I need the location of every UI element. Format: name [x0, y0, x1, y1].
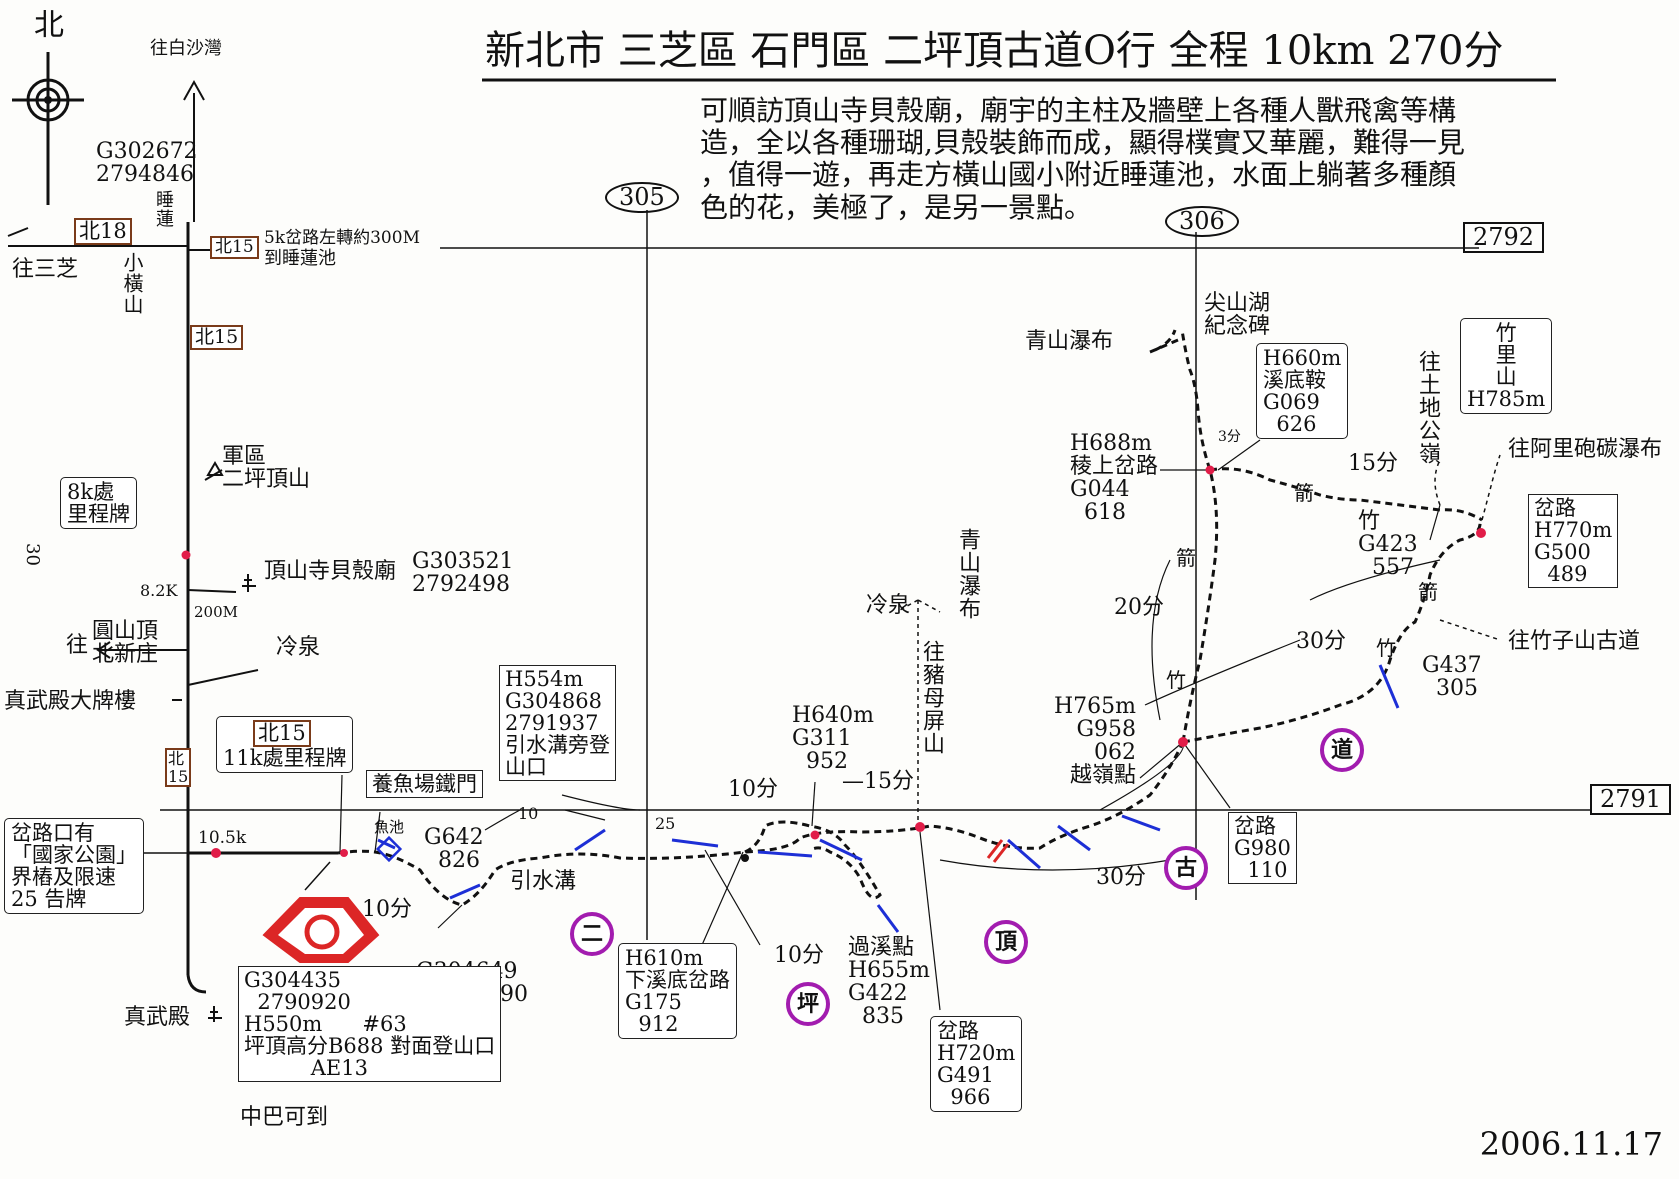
- arrow-label-3: 箭: [1418, 580, 1438, 604]
- to-zhumupingshan-label: 往豬母屏山: [919, 640, 944, 755]
- circle-label-gu: 古: [1164, 846, 1208, 890]
- min15-a-label: —15分: [842, 769, 914, 794]
- temple-label: 頂山寺貝殼廟: [264, 559, 397, 584]
- trailhead-main-box: G304435 2790920 H550m #63 坪頂高分B688 對面登山口…: [238, 966, 502, 1083]
- k8-marker-box: 8k處 里程牌: [60, 477, 137, 530]
- crossing-label: 過溪點 H655m G422 835: [848, 935, 931, 1030]
- road-marker-bei15-d: 北 15: [165, 748, 192, 788]
- streams: [377, 664, 1400, 933]
- canal-label: 引水溝: [510, 869, 577, 894]
- circle-label-ding: 頂: [984, 920, 1028, 964]
- waypoints: [181, 465, 1486, 862]
- h660-box: H660m 溪底鞍 G069 626: [1256, 343, 1349, 440]
- h765-label: H765m G958 062 越嶺點: [1054, 694, 1137, 789]
- circle-label-ping: 坪: [786, 982, 830, 1026]
- lengquan-left-label: 冷泉: [276, 635, 321, 660]
- military-label: 軍區: [222, 444, 267, 469]
- to-tudigong-label: 往土地公嶺: [1415, 350, 1440, 465]
- to-pond-label: 到睡蓮池: [264, 248, 336, 269]
- trailhead-box: H554m G304868 2791937 引水溝旁登 山口: [499, 665, 616, 782]
- h688-label: H688m 稜上岔路 G044 618: [1070, 431, 1159, 526]
- to-baishawan: 往白沙灣: [150, 38, 222, 59]
- lengquan-mid-label: 冷泉: [866, 593, 911, 618]
- fish-pond-label: 魚池: [374, 818, 405, 836]
- circle-label-er: 二: [570, 912, 614, 956]
- erpingding-peak-label: 二坪頂山: [222, 467, 311, 492]
- north-label: 北: [34, 8, 64, 43]
- fish-pond-marker: [375, 835, 403, 863]
- m200-label: 200M: [194, 603, 238, 621]
- road-marker-bei15-c: 北15: [253, 720, 311, 748]
- wang-label: 往: [66, 633, 89, 658]
- temple-coordinate: G303521 2792498: [412, 549, 514, 598]
- arrow-label-1: 箭: [1294, 481, 1314, 505]
- shrine-symbols: [208, 574, 256, 1022]
- fork-notice-box: 岔路口有 「國家公園」 界樁及限速 25 告牌: [4, 818, 144, 915]
- grid-label-2791: 2791: [1590, 784, 1672, 816]
- arrow-label-2: 箭: [1176, 546, 1196, 570]
- min20-label: 20分: [1114, 595, 1164, 620]
- leader-lines: [339, 439, 1441, 1011]
- bus-label: 中巴可到: [240, 1105, 329, 1130]
- grid-label-2792: 2792: [1463, 222, 1545, 254]
- n10-label: 10: [518, 804, 539, 823]
- h610-box: H610m 下溪底岔路 G175 912: [618, 943, 737, 1040]
- military-triangle: [206, 461, 224, 476]
- map-date: 2006.11.17: [1479, 1125, 1663, 1163]
- min10-b-label: 10分: [728, 777, 778, 802]
- grid-label-30: 30: [21, 542, 43, 566]
- min10-c-label: 10分: [774, 943, 824, 968]
- circle-label-dao: 道: [1320, 728, 1364, 772]
- min30-a-label: 30分: [1096, 865, 1146, 890]
- qingshan-fall-mid-label: 青山瀑布: [955, 528, 980, 620]
- zhulishan-box: 竹 里 山 H785m: [1460, 318, 1553, 415]
- g437-label: G437 305: [1422, 653, 1482, 702]
- h640-label: H640m G311 952: [792, 703, 875, 775]
- trailhead-icon: [262, 861, 380, 963]
- to-yuanshan-label: 圓山頂 北新庄: [92, 619, 159, 668]
- road-marker-bei15-a: 北15: [210, 236, 259, 259]
- fish-gate-box: 養魚場鐵門: [366, 770, 483, 799]
- fork-5k-label: 5k岔路左轉約300M: [264, 228, 420, 248]
- map-description: 可順訪頂山寺貝殼廟，廟宇的主柱及牆壁上各種人獸飛禽等構 造，全以各種珊瑚,貝殼裝…: [700, 94, 1465, 224]
- fork980-box: 岔路 G980 110: [1228, 812, 1297, 885]
- fork770-box: 岔路 H770m G500 489: [1528, 494, 1619, 589]
- zhenwu-label: 真武殿: [124, 1005, 191, 1030]
- side-trails: [899, 454, 1501, 820]
- bamboo-label-1: 竹: [1376, 636, 1396, 660]
- to-sanzhi-label: 往三芝: [12, 257, 79, 282]
- min30-b-label: 30分: [1296, 629, 1346, 654]
- k105-label: 10.5k: [198, 828, 247, 848]
- qingshan-fall-top-label: 青山瀑布: [1025, 329, 1114, 354]
- map-title: 新北市 三芝區 石門區 二坪頂古道O行 全程 10km 270分: [485, 28, 1504, 74]
- north-compass: [12, 52, 84, 205]
- main-road: [7, 79, 338, 994]
- top-coordinate: G302672 2794846: [96, 139, 198, 188]
- to-alipao-label: 往阿里砲碳瀑布: [1508, 437, 1663, 462]
- g423-label: 竹 G423 557: [1358, 509, 1418, 581]
- bamboo-label-2: 竹: [1166, 668, 1186, 692]
- h720-box: 岔路 H720m G491 966: [930, 1016, 1023, 1113]
- g642-label: G642 826: [424, 825, 484, 874]
- road-marker-bei18: 北18: [74, 218, 132, 246]
- hazard-mark: [986, 839, 1010, 863]
- min10-a-label: 10分: [362, 897, 412, 922]
- xiaohengshan-label: 小橫山: [120, 252, 144, 315]
- n25-label: 25: [655, 814, 676, 833]
- shuilian-label: 睡蓮: [153, 190, 174, 228]
- fen3-label: 3分: [1218, 429, 1241, 445]
- grid-label-306: 306: [1165, 206, 1239, 238]
- min15-b-label: 15分: [1348, 451, 1398, 476]
- grid-label-305: 305: [605, 182, 679, 214]
- to-zhuzishan-label: 往竹子山古道: [1508, 629, 1641, 654]
- jianshanhu-label: 尖山湖 紀念碑: [1204, 291, 1271, 340]
- k82-label: 8.2K: [140, 581, 178, 600]
- zhenwu-pailou-label: 真武殿大牌樓: [4, 689, 137, 714]
- trail-route: [337, 329, 1483, 907]
- road-marker-bei15-b: 北15: [190, 325, 244, 350]
